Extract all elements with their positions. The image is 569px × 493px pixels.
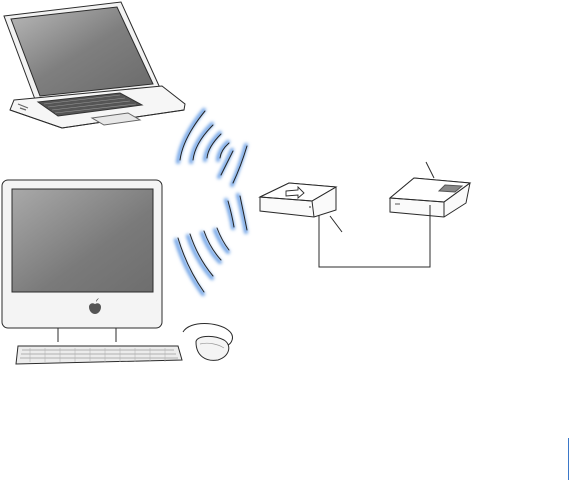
desktop-computer-icon bbox=[2, 180, 162, 342]
mouse-icon bbox=[183, 324, 232, 361]
wireless-signal-waves-laptop bbox=[178, 110, 246, 185]
wireless-signal-waves-desktop bbox=[176, 195, 246, 294]
laptop-icon bbox=[4, 2, 185, 128]
keyboard-icon bbox=[16, 346, 182, 364]
wireless-base-station-icon bbox=[260, 183, 336, 217]
